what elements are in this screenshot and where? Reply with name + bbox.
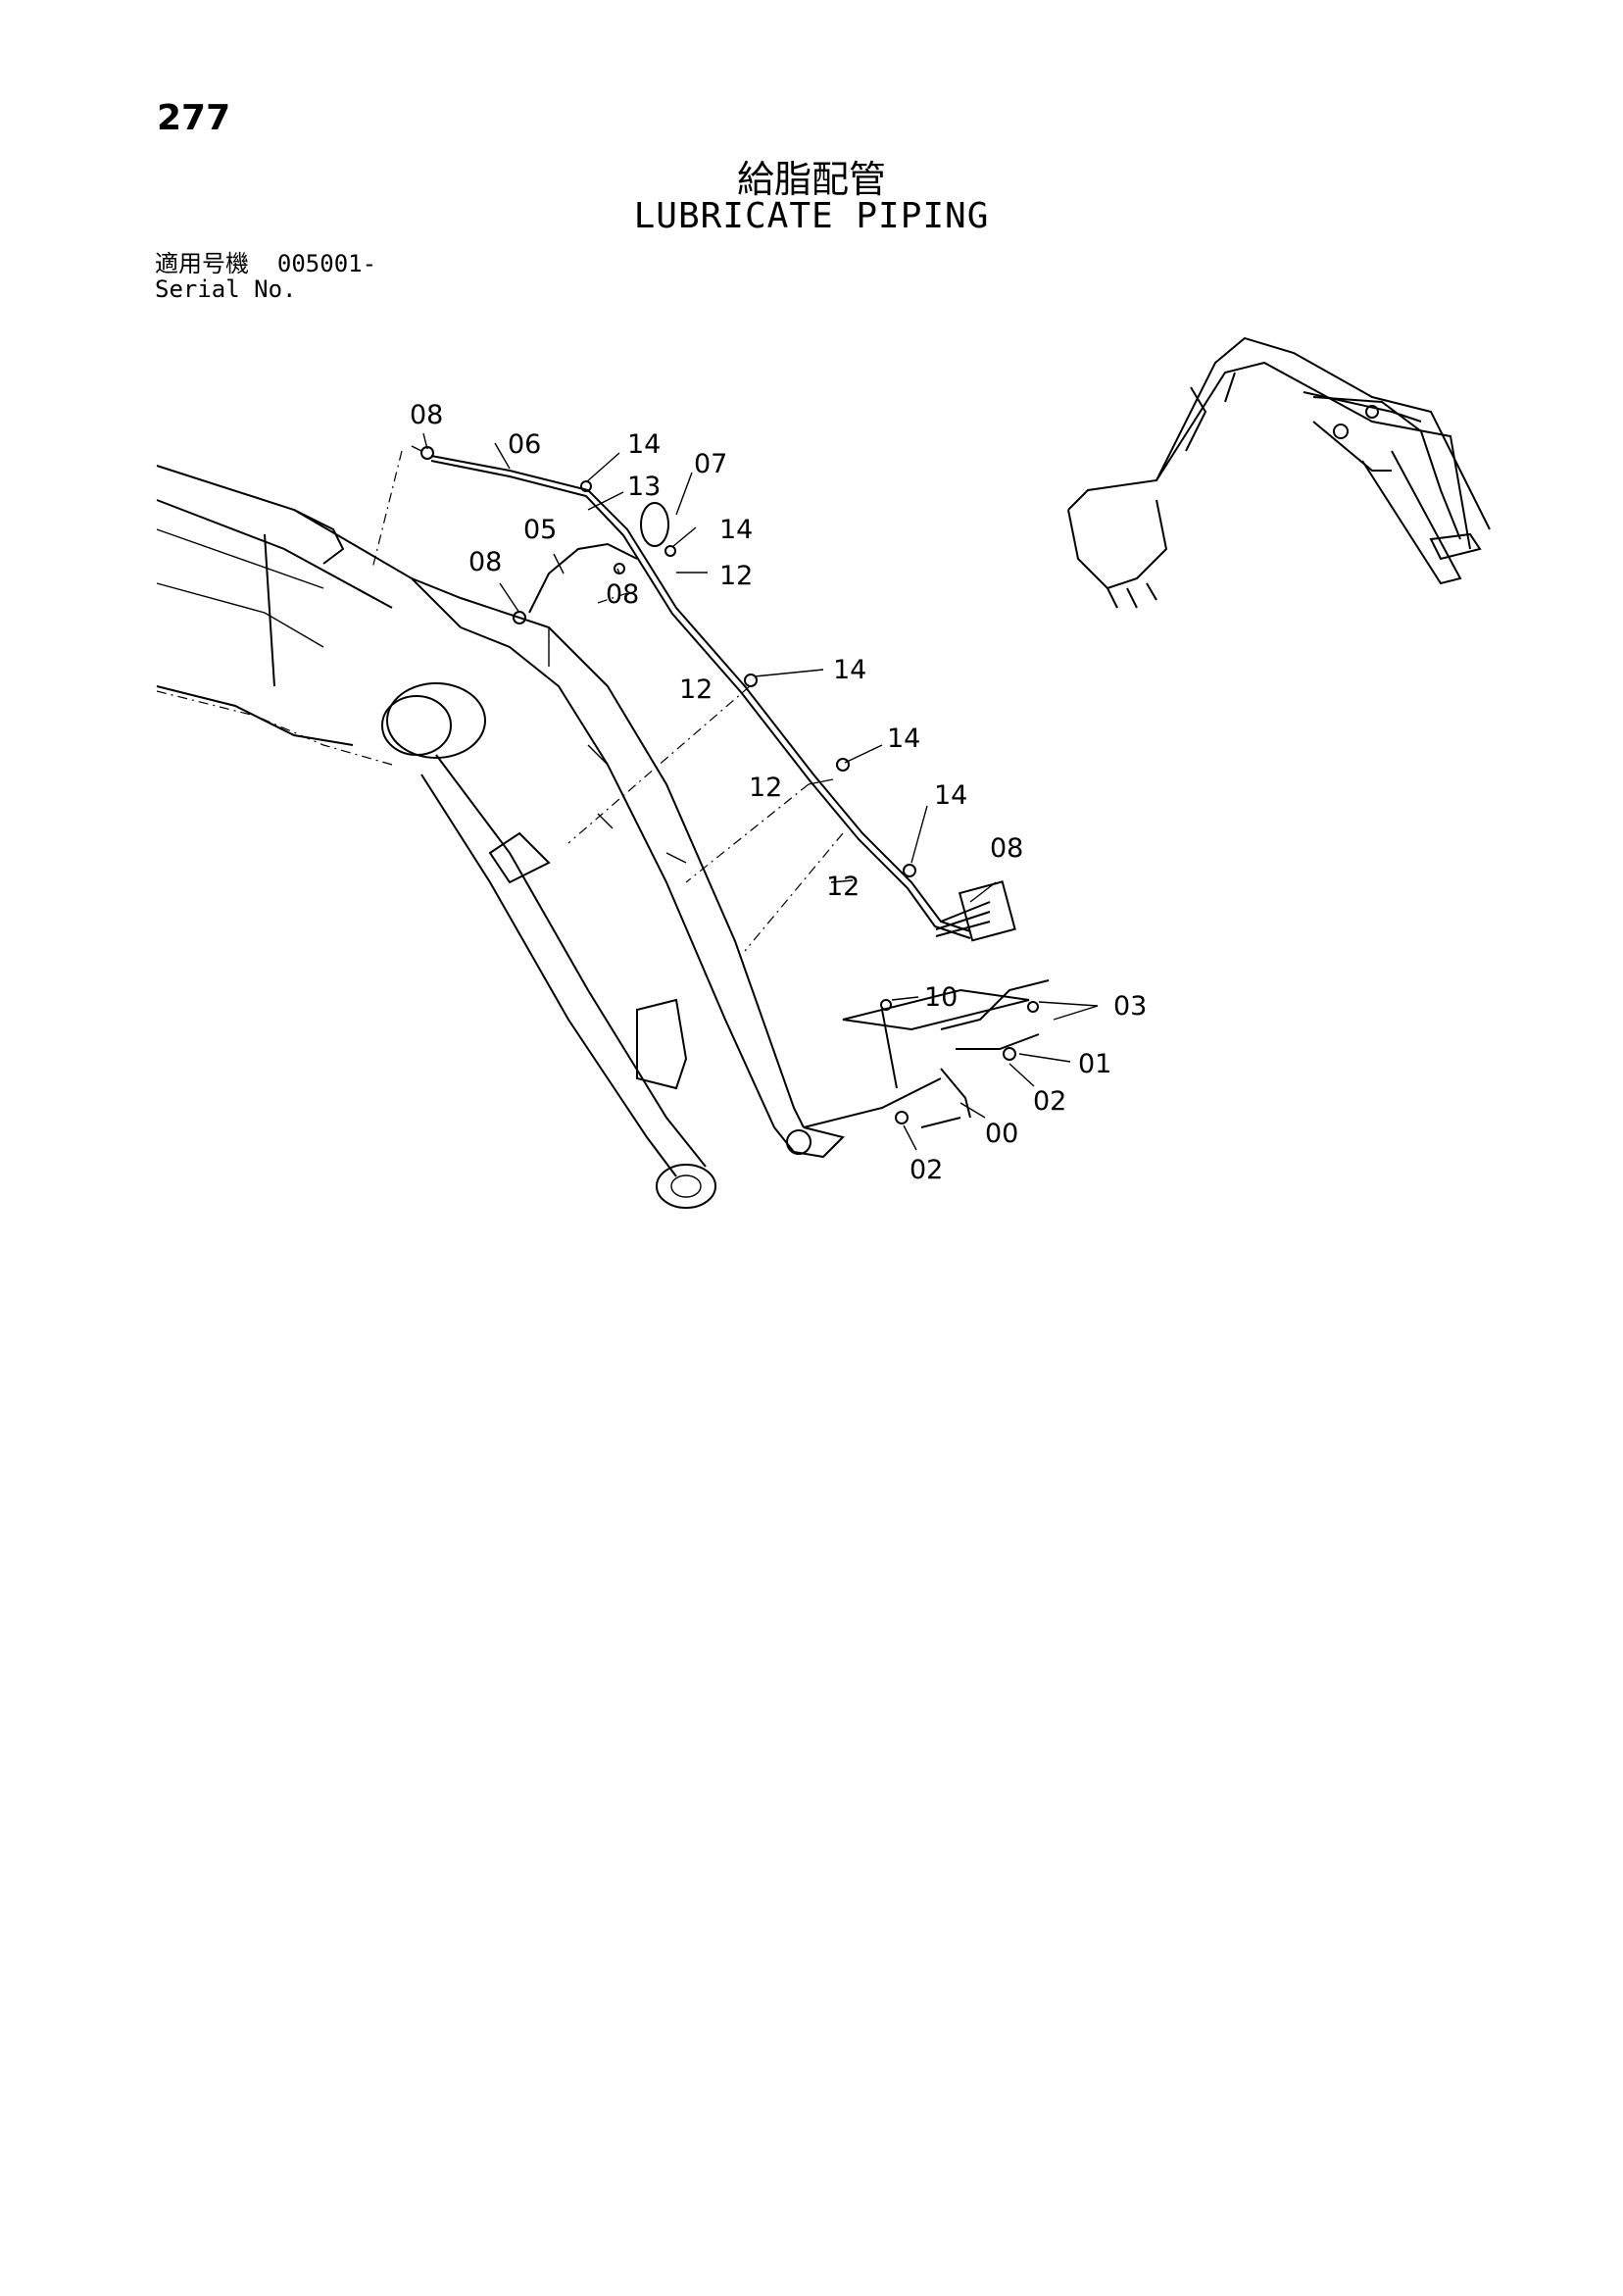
callout-12-c: 12 [749,773,782,803]
callout-12-b: 12 [679,674,713,705]
callout-05: 05 [523,515,557,545]
callout-08-top: 08 [410,400,443,430]
callout-labels: 08 06 14 07 13 05 14 08 12 08 14 12 14 1… [410,400,1147,1185]
callout-02-b: 02 [910,1155,943,1185]
serial-label-jp: 適用号機 [155,250,249,277]
callout-08-d: 08 [990,833,1023,864]
callout-06: 06 [508,429,541,460]
callout-01: 01 [1078,1049,1111,1079]
callout-14-b: 14 [719,515,753,545]
inset-excavator [1067,336,1491,609]
callout-12-a: 12 [719,561,753,591]
callout-03: 03 [1113,991,1147,1022]
callout-13: 13 [627,472,661,502]
serial-line-1: 適用号機 005001- [155,251,376,276]
leader-lines [422,432,1099,1151]
callout-08-c: 08 [606,579,639,610]
callout-02-a: 02 [1033,1086,1066,1117]
center-lines [371,450,844,952]
lower-bracket [842,979,1050,1128]
callout-08-b: 08 [468,547,502,577]
callout-10: 10 [924,982,958,1013]
serial-info: 適用号機 005001- Serial No. [155,251,376,302]
title-japanese: 給脂配管 [736,158,886,201]
callout-00: 00 [985,1119,1018,1149]
lubricate-pipe-main [430,455,1016,942]
callout-14-c: 14 [833,655,866,685]
boom-outline [156,465,942,1159]
serial-label-en: Serial No. [155,275,297,303]
fittings [420,446,1039,1061]
hose-05 [411,445,669,614]
callout-14-e: 14 [934,780,967,811]
boom-cylinder [420,754,716,1209]
callout-14-d: 14 [887,724,920,754]
callout-07: 07 [694,449,727,479]
page-number: 277 [157,98,231,138]
callout-12-d: 12 [826,872,860,902]
title-english: LUBRICATE PIPING [633,196,990,236]
callout-14-top: 14 [627,429,661,460]
serial-value: 005001- [276,250,377,277]
